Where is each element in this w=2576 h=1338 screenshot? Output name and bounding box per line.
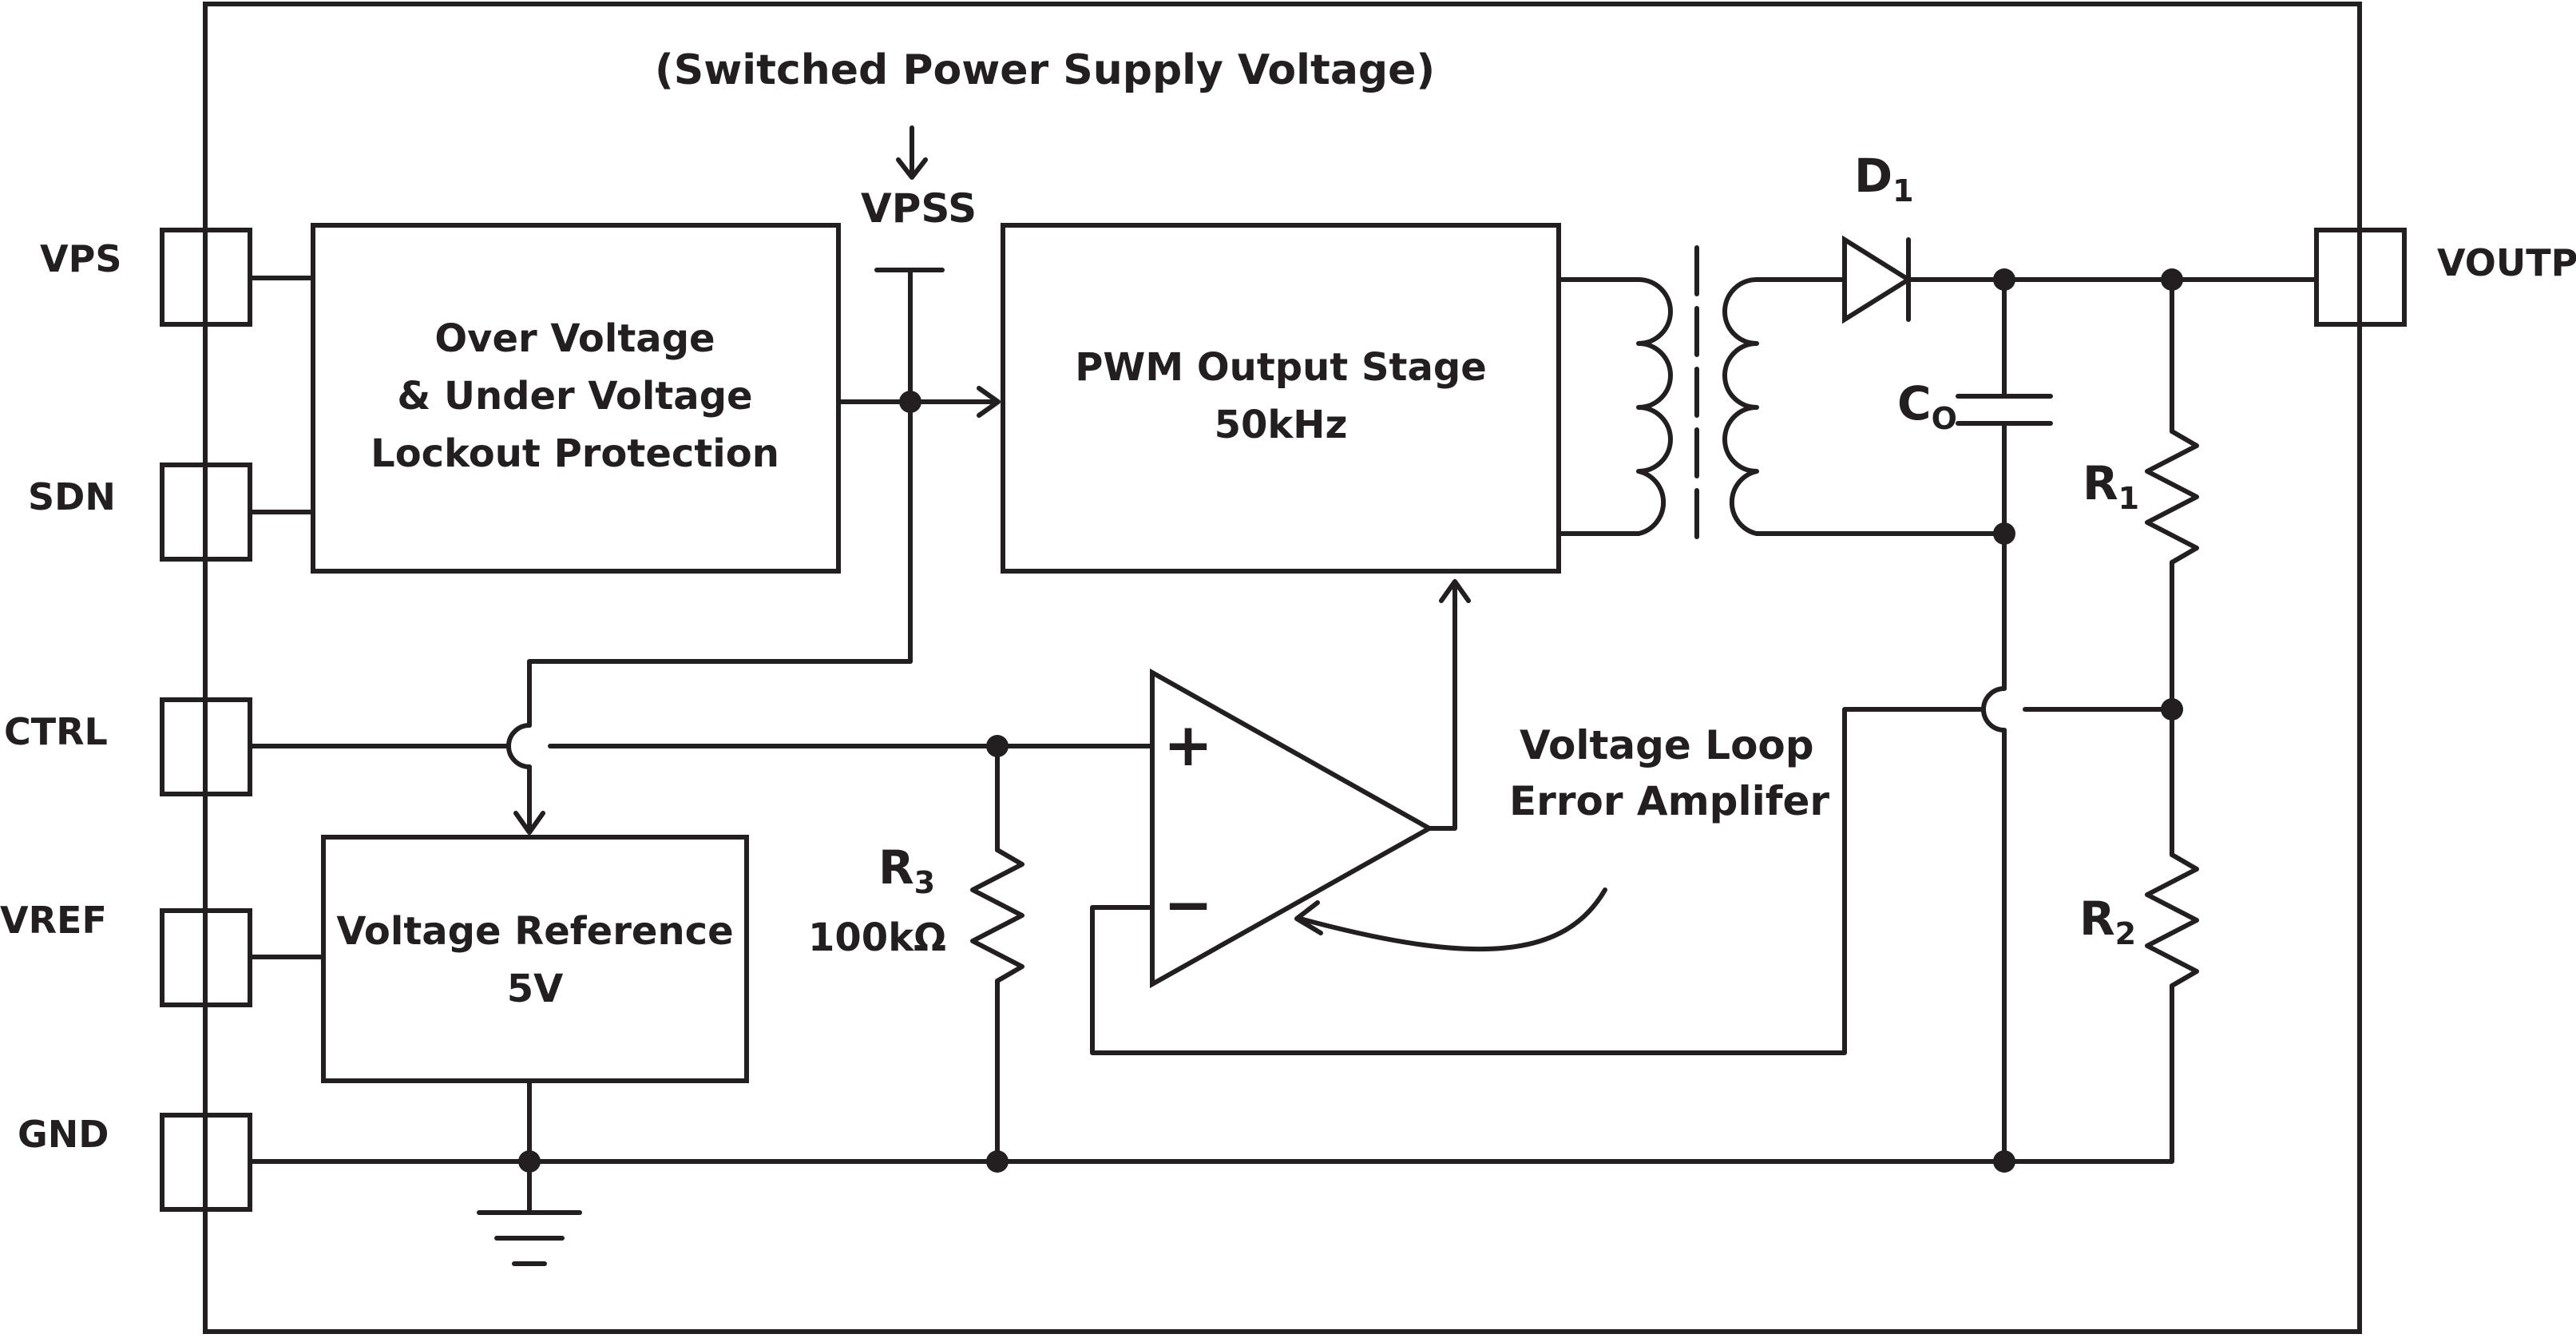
vpss-label: VPSS — [861, 185, 977, 232]
r3-resistor: R3 100kΩ — [808, 744, 1024, 1164]
vref-label-1: Voltage Reference — [336, 909, 733, 954]
top-note: (Switched Power Supply Voltage) — [655, 46, 1435, 94]
transformer — [1556, 245, 2007, 554]
svg-text:R3: R3 — [878, 840, 935, 900]
pin-voutp-label: VOUTP — [2437, 241, 2576, 284]
pwm-block: PWM Output Stage 50kHz — [1001, 223, 1561, 574]
pin-vref: VREF — [0, 899, 252, 1007]
d1-label: D — [1854, 149, 1892, 203]
pin-sdn: SDN — [28, 463, 252, 562]
d1-sub: 1 — [1892, 173, 1913, 208]
vpss-net: (Switched Power Supply Voltage) VPSS — [506, 46, 1435, 835]
pin-vps: VPS — [40, 228, 252, 327]
svg-text:CO: CO — [1897, 376, 1957, 436]
pwm-label-1: PWM Output Stage — [1075, 345, 1487, 390]
r1-label: R — [2083, 456, 2118, 510]
ovuv-label-3: Lockout Protection — [371, 431, 779, 476]
capacitor-co: CO — [1897, 268, 2053, 1164]
ovuv-label-1: Over Voltage — [434, 316, 715, 361]
co-sub: O — [1932, 401, 1957, 436]
svg-text:R2: R2 — [2079, 891, 2136, 951]
r2-sub: 2 — [2115, 916, 2136, 951]
pin-vps-label: VPS — [40, 237, 121, 280]
ovuv-label-2: & Under Voltage — [397, 374, 752, 419]
r3-label: R — [878, 840, 914, 895]
r1-sub: 1 — [2118, 481, 2139, 516]
pin-gnd: GND — [18, 1113, 252, 1212]
amp-minus: − — [1163, 871, 1213, 939]
r3-sub: 3 — [914, 865, 935, 900]
amp-label-1: Voltage Loop — [1520, 722, 1814, 768]
amp-label-2: Error Amplifer — [1509, 778, 1829, 824]
pin-voutp: VOUTP — [2314, 228, 2576, 327]
amp-plus: + — [1163, 711, 1213, 780]
pwm-label-2: 50kHz — [1215, 403, 1348, 447]
ground-net — [477, 1078, 2015, 1266]
vref-label-2: 5V — [507, 967, 564, 1011]
svg-text:R1: R1 — [2083, 456, 2139, 516]
pin-ctrl-label: CTRL — [4, 710, 108, 753]
pin-gnd-label: GND — [18, 1113, 109, 1156]
ovuv-block: Over Voltage & Under Voltage Lockout Pro… — [311, 223, 841, 574]
divider-r1-r2: R1 R2 — [248, 268, 2199, 1164]
pin-sdn-label: SDN — [28, 475, 116, 518]
r2-label: R — [2079, 891, 2115, 946]
pin-ctrl: CTRL — [4, 697, 252, 796]
co-label: C — [1897, 376, 1932, 431]
svg-text:D1: D1 — [1854, 149, 1914, 208]
error-amplifier: + − Voltage Loop Error Amplifer — [1090, 579, 1983, 1055]
diode-d1: D1 — [1842, 149, 2319, 324]
r3-value: 100kΩ — [808, 915, 946, 960]
wires-left — [248, 276, 326, 959]
pin-vref-label: VREF — [0, 899, 107, 942]
ctrl-net — [248, 735, 1155, 757]
vref-block: Voltage Reference 5V — [321, 835, 749, 1083]
